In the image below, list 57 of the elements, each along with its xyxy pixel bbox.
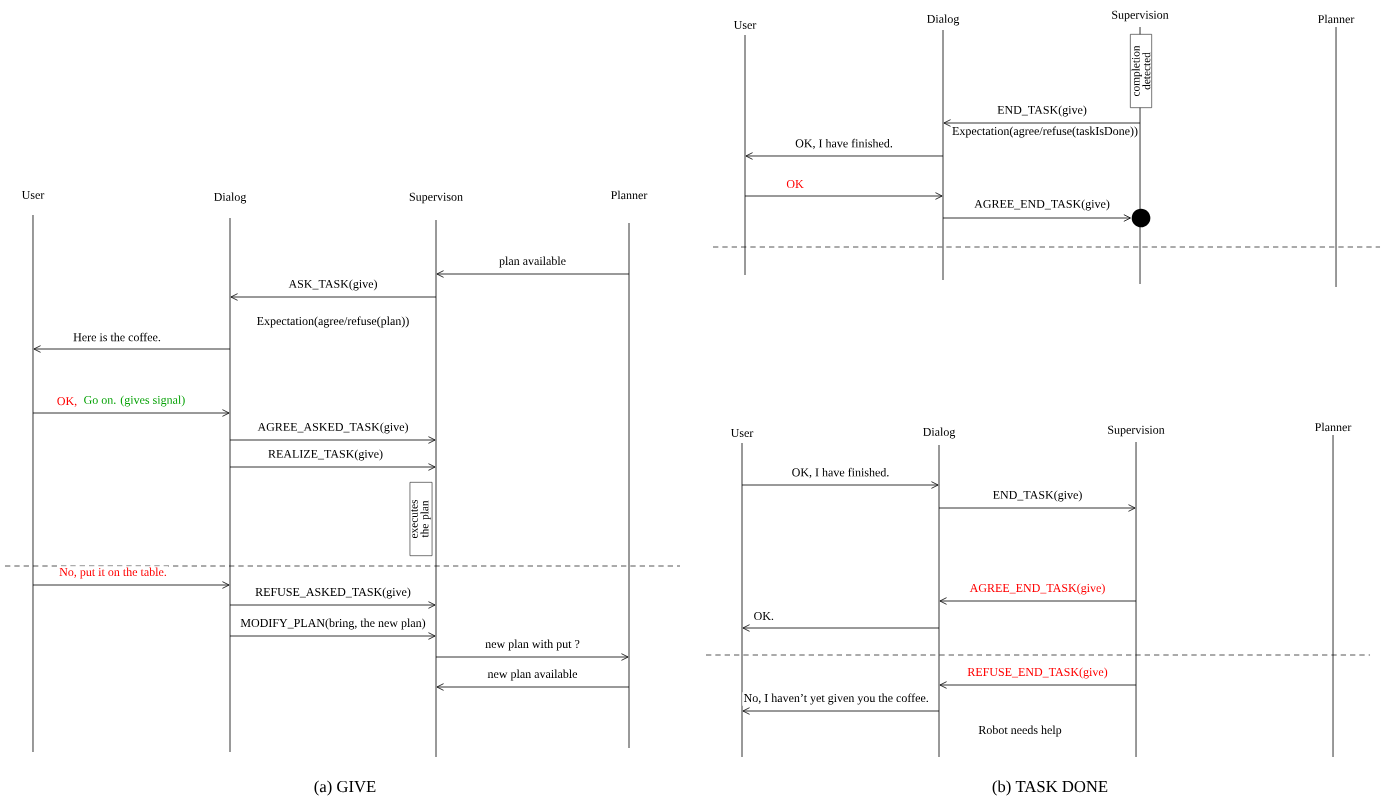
edge-label: No, I haven’t yet given you the coffee. [742,692,931,706]
annotation-text: Robot needs help [978,725,1062,737]
message-arrow [32,409,230,417]
message-arrow [435,653,629,661]
message-arrow [33,345,231,353]
message-arrow [943,119,1141,127]
edge-label: OK. [752,610,776,622]
edge-label: AGREE_END_TASK(give) [968,582,1107,596]
annotation-text: Expectation(agree/refuse(plan)) [257,316,409,328]
message-arrow [741,481,939,489]
lifeline: Supervision [1108,425,1165,758]
edge-label: REFUSE_END_TASK(give) [966,666,1110,680]
end-dot [1131,208,1151,228]
activation-box: executes the plan [409,482,433,556]
edge-label: Go on. (gives signal) [82,394,187,408]
message-arrow [942,214,1131,222]
message-arrow [742,624,940,632]
message-arrow [436,683,630,691]
edge-label: OK, I have finished. [790,466,891,480]
message-arrow [938,504,1136,512]
edge-label: new plan available [486,668,579,682]
subfigure-caption: (b) TASK DONE [992,780,1108,796]
message-arrow [32,581,230,589]
edge-label: new plan with put ? [483,638,582,652]
activation-box: completion detected [1130,34,1152,108]
subfigure-caption: (a) GIVE [314,780,376,796]
edge-label: REALIZE_TASK(give) [266,448,385,462]
lifeline: Planner [1315,422,1352,758]
edge-label: OK [785,178,805,190]
edge-label: MODIFY_PLAN(bring, the new plan) [239,617,427,631]
edge-label: OK, I have finished. [793,137,895,151]
message-arrow [939,597,1137,605]
message-arrow [939,681,1137,689]
edge-label: No, put it on the table. [57,566,169,580]
annotation-text: OK, [57,397,77,407]
message-arrow [230,293,437,301]
edge-label: END_TASK(give) [995,104,1089,118]
message-arrow [229,632,436,640]
edge-label: plan available [497,255,568,269]
message-arrow [229,463,436,471]
message-arrow [742,707,940,715]
edge-label: REFUSE_ASKED_TASK(give) [253,586,413,600]
lifeline: User [733,21,757,276]
edge-label: AGREE_ASKED_TASK(give) [256,421,410,435]
edge-label: AGREE_END_TASK(give) [972,198,1112,212]
message-arrow [744,192,943,200]
lifeline: Planner [611,190,648,749]
message-arrow [229,436,436,444]
edge-label: Here is the coffee. [71,331,163,343]
edge-label: ASK_TASK(give) [287,278,379,292]
lifeline: User [21,191,45,753]
message-arrow [229,601,436,609]
message-arrow [436,270,630,278]
annotation-text: Expectation(agree/refuse(taskIsDone)) [952,126,1138,138]
edge-label: END_TASK(give) [991,489,1084,503]
message-arrow [745,152,944,160]
lifeline: Planner [1318,14,1355,288]
